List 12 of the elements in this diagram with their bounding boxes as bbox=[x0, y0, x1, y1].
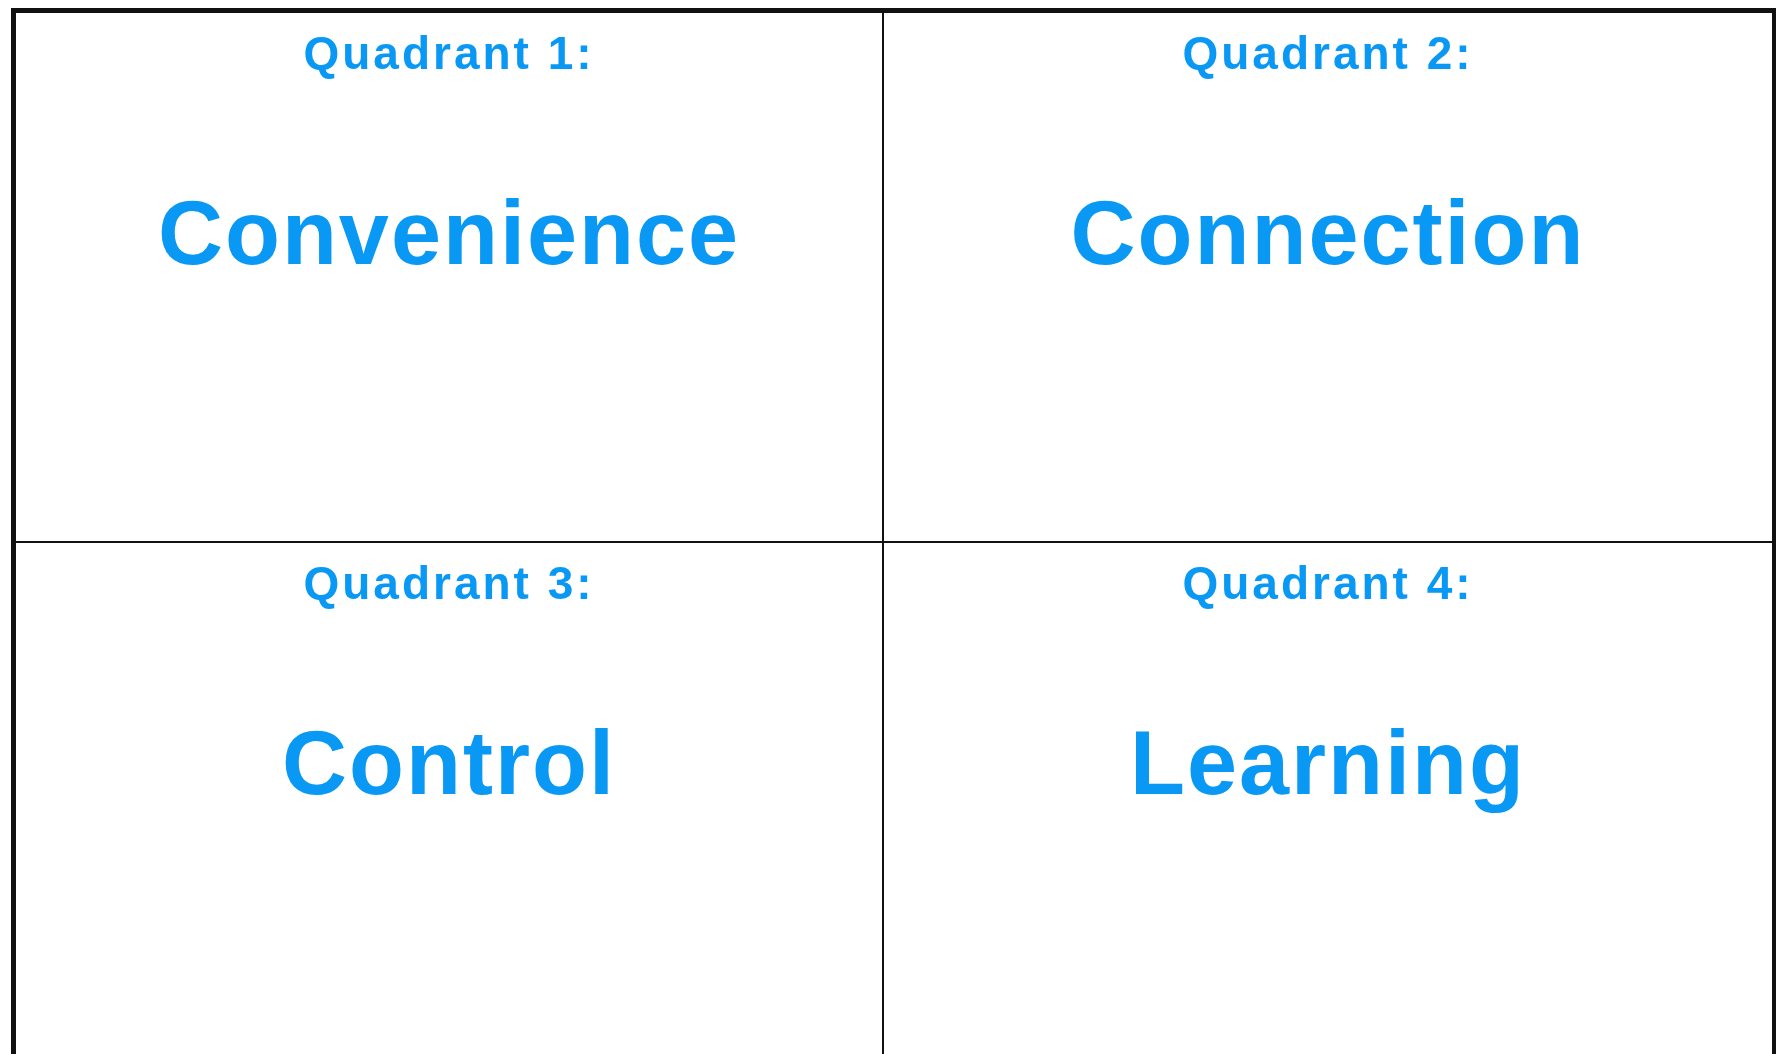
quadrant-cell bbox=[11, 8, 883, 542]
quadrant-heading: Quadrant 4: bbox=[1182, 556, 1474, 611]
quadrant-cell bbox=[11, 542, 883, 1054]
quadrant-cell bbox=[883, 8, 1776, 542]
quadrant-heading: Quadrant 2: bbox=[1182, 26, 1474, 81]
quadrant-title: Connection bbox=[1070, 183, 1586, 283]
quadrant-title: Convenience bbox=[157, 183, 741, 283]
quadrant-cell bbox=[883, 542, 1776, 1054]
quadrant-title: Control bbox=[282, 713, 616, 813]
quadrant-heading: Quadrant 3: bbox=[303, 556, 595, 611]
quadrant-heading: Quadrant 1: bbox=[303, 26, 595, 81]
quadrant-title: Learning bbox=[1129, 713, 1526, 813]
